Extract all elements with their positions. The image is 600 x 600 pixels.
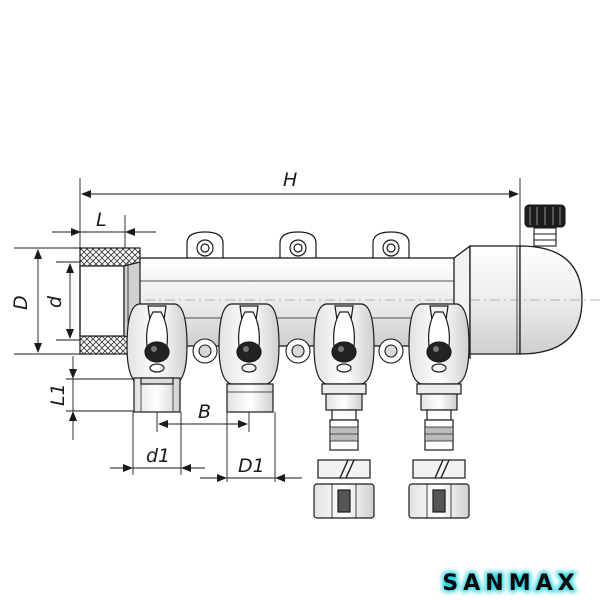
inlet-section — [79, 247, 141, 355]
end-cap — [469, 245, 600, 355]
brand-logo-glow: SANMAX — [442, 571, 579, 596]
dimension-lines — [14, 178, 521, 482]
dim-label-L: L — [96, 209, 107, 231]
mounting-tabs — [186, 231, 410, 261]
boss — [192, 338, 218, 364]
valve-outlet-3 — [313, 303, 375, 385]
dim-label-D: D — [10, 295, 32, 310]
outlet-fitting-male-1 — [133, 377, 181, 413]
outlet-fitting-female-2 — [226, 383, 274, 413]
valve-outlet-4 — [408, 303, 470, 385]
mounting-tab — [186, 231, 224, 261]
dim-label-d: d — [44, 295, 66, 308]
outlet-fitting-compression-4 — [408, 383, 470, 519]
brand-logo-text: SANMAX — [442, 571, 579, 596]
valve-outlet-1 — [126, 303, 188, 385]
boss — [285, 338, 311, 364]
mounting-tab — [279, 231, 317, 261]
dim-label-B: B — [198, 401, 211, 423]
dim-label-D1: D1 — [238, 455, 265, 477]
mounting-tab — [372, 231, 410, 261]
air-vent-icon — [524, 204, 566, 247]
dim-label-L1: L1 — [47, 383, 69, 406]
bosses — [192, 338, 404, 364]
valve-outlet-2 — [218, 303, 280, 385]
outlet-fitting-compression-3 — [313, 383, 375, 519]
boss — [378, 338, 404, 364]
dim-label-H: H — [283, 169, 297, 191]
brand-logo: SANMAX SANMAX — [440, 569, 579, 596]
dim-label-d1: d1 — [146, 445, 170, 467]
